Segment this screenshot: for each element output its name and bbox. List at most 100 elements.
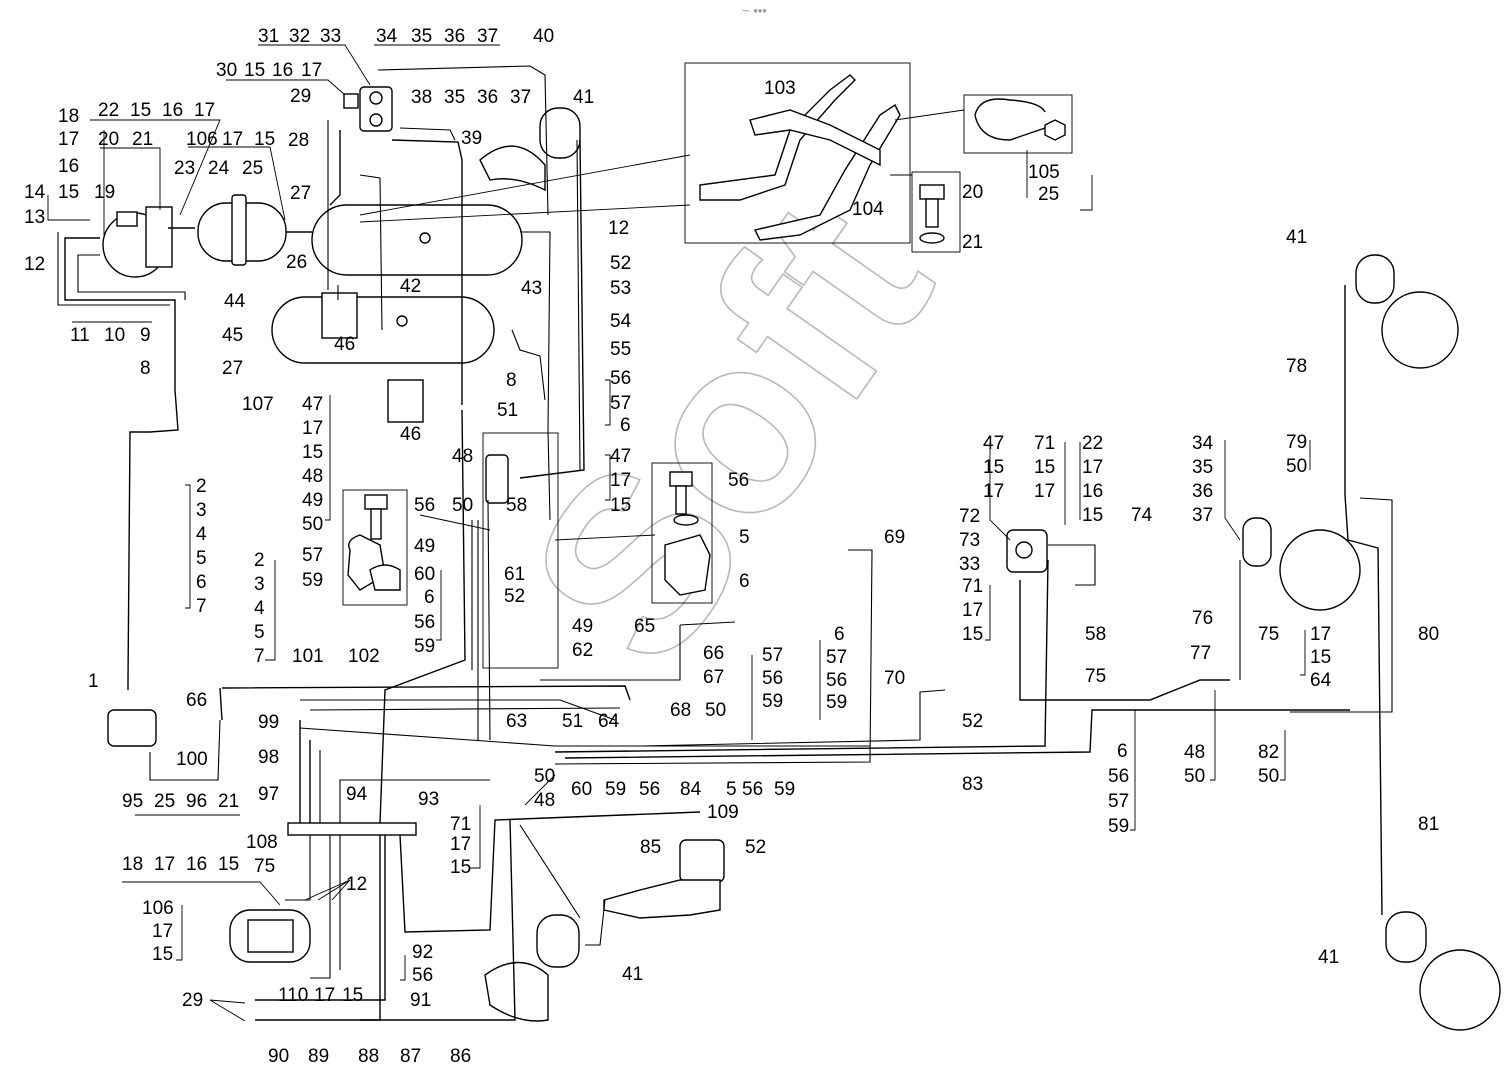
label-17: 17 (314, 985, 335, 1006)
label-41: 41 (622, 964, 643, 985)
label-56: 56 (414, 495, 435, 516)
label-101: 101 (292, 646, 324, 667)
label-15: 15 (610, 495, 631, 516)
label-4: 4 (196, 524, 207, 545)
label-9: 9 (140, 325, 151, 346)
label-73: 73 (959, 530, 980, 551)
wheel-brake-top-right (1381, 291, 1459, 369)
label-27: 27 (290, 183, 311, 204)
label-99: 99 (258, 712, 279, 733)
label-108: 108 (246, 832, 278, 853)
label-8: 8 (506, 370, 517, 391)
watermark: Soft (474, 151, 983, 711)
label-23: 23 (174, 158, 195, 179)
label-56: 56 (412, 965, 433, 986)
bolt-detail-box (911, 171, 961, 253)
label-17: 17 (222, 129, 243, 150)
label-89: 89 (308, 1046, 329, 1067)
label-30: 30 (216, 60, 237, 81)
label-1: 1 (88, 671, 99, 692)
label-37: 37 (1192, 505, 1213, 526)
label-4: 4 (254, 598, 265, 619)
label-17: 17 (301, 60, 322, 81)
label-41: 41 (573, 87, 594, 108)
label-6: 6 (620, 415, 631, 436)
label-15: 15 (218, 854, 239, 875)
label-58: 58 (506, 495, 527, 516)
label-17: 17 (450, 834, 471, 855)
components (102, 62, 1501, 1031)
label-56: 56 (728, 470, 749, 491)
label-7: 7 (196, 596, 207, 617)
label-2: 2 (196, 476, 207, 497)
label-29: 29 (290, 86, 311, 107)
label-71: 71 (1034, 433, 1055, 454)
label-83: 83 (962, 774, 983, 795)
label-56: 56 (639, 779, 660, 800)
label-61: 61 (504, 564, 525, 585)
label-14: 14 (24, 182, 46, 203)
label-59: 59 (826, 692, 847, 713)
label-43: 43 (521, 278, 542, 299)
label-37: 37 (477, 26, 498, 47)
distribution-bar (287, 822, 417, 836)
label-107: 107 (242, 394, 274, 415)
label-64: 64 (598, 711, 620, 732)
label-17: 17 (302, 418, 323, 439)
label-51: 51 (497, 400, 518, 421)
label-15: 15 (450, 857, 471, 878)
label-104: 104 (852, 199, 884, 220)
label-54: 54 (610, 311, 632, 332)
label-10: 10 (104, 325, 125, 346)
label-90: 90 (268, 1046, 289, 1067)
clamp-detail-box (963, 94, 1073, 154)
label-56: 56 (826, 670, 847, 691)
label-31: 31 (258, 26, 279, 47)
label-40: 40 (533, 26, 554, 47)
label-92: 92 (412, 942, 433, 963)
label-100: 100 (176, 749, 208, 770)
label-50: 50 (1286, 456, 1307, 477)
label-50: 50 (1258, 766, 1279, 787)
label-48: 48 (534, 790, 555, 811)
label-21: 21 (132, 129, 153, 150)
label-35: 35 (411, 26, 432, 47)
brake-chamber-top-right (1355, 254, 1395, 304)
label-44: 44 (224, 291, 246, 312)
label-82: 82 (1258, 742, 1279, 763)
label-6: 6 (196, 572, 207, 593)
label-59: 59 (302, 570, 323, 591)
label-15: 15 (1310, 647, 1331, 668)
label-47: 47 (983, 433, 1004, 454)
label-28: 28 (288, 130, 309, 151)
label-60: 60 (571, 779, 592, 800)
label-85: 85 (640, 837, 661, 858)
label-17: 17 (962, 600, 983, 621)
label-88: 88 (358, 1046, 379, 1067)
label-42: 42 (400, 276, 421, 297)
label-17: 17 (1310, 624, 1331, 645)
label-94: 94 (346, 784, 368, 805)
label-7: 7 (254, 646, 265, 667)
label-50: 50 (452, 495, 473, 516)
label-5: 5 (739, 527, 750, 548)
label-34: 34 (1192, 433, 1214, 454)
label-38: 38 (411, 87, 432, 108)
label-22: 22 (98, 100, 119, 121)
label-26: 26 (286, 252, 307, 273)
label-52: 52 (610, 253, 631, 274)
label-96: 96 (186, 791, 207, 812)
label-15: 15 (58, 182, 79, 203)
label-15: 15 (302, 442, 323, 463)
label-16: 16 (162, 100, 183, 121)
brake-chamber-bottom-right (1385, 911, 1427, 963)
brake-chamber-mid-right (1242, 517, 1272, 567)
label-55: 55 (610, 339, 631, 360)
label-6: 6 (1117, 741, 1128, 762)
label-25: 25 (242, 158, 263, 179)
label-56: 56 (762, 668, 783, 689)
label-12: 12 (608, 218, 629, 239)
label-95: 95 (122, 791, 143, 812)
label-17: 17 (194, 100, 215, 121)
